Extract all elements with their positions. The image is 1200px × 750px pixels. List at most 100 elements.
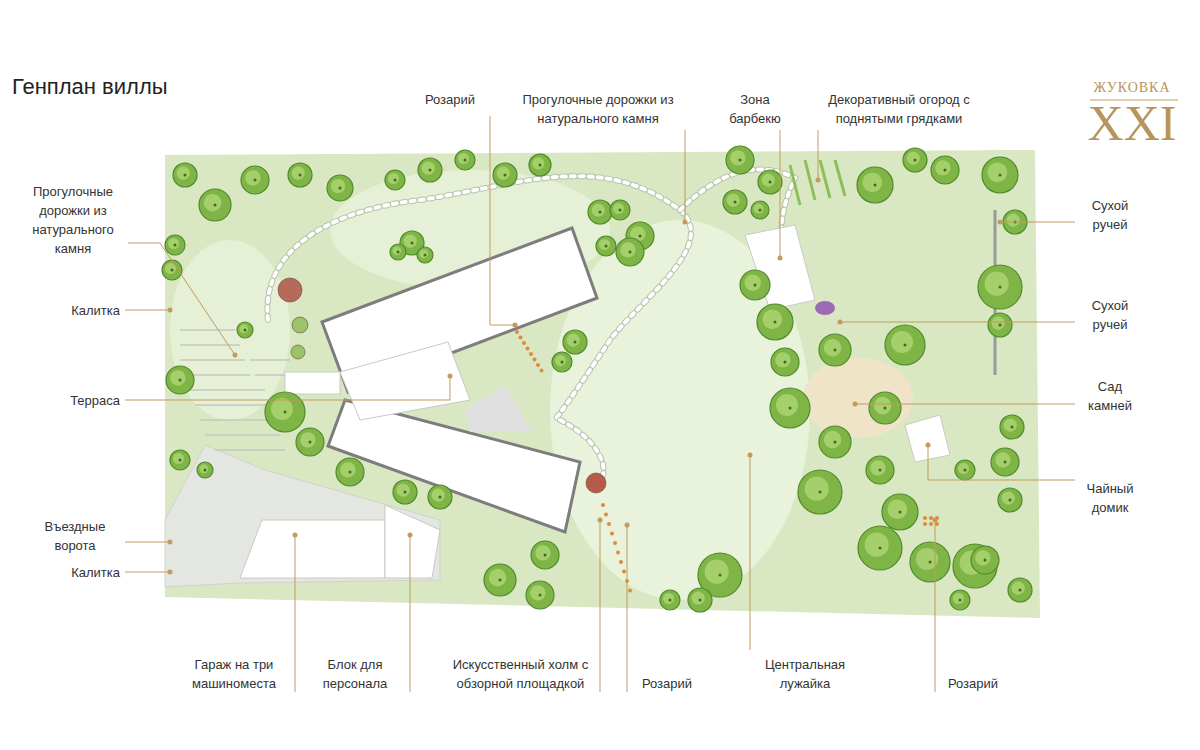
tree-trunk [184, 174, 187, 177]
rose [616, 551, 620, 555]
tree [758, 170, 782, 194]
tree-highlight [762, 174, 775, 187]
tree-trunk [739, 159, 742, 162]
tree [982, 157, 1018, 193]
callout-label: Блок для персонала [308, 655, 402, 693]
tree-crown [455, 150, 475, 170]
tree [588, 200, 612, 224]
tree-crown [296, 428, 324, 456]
tree-crown [588, 200, 612, 224]
tree [988, 313, 1012, 337]
tree-trunk [411, 242, 414, 245]
bush [292, 317, 308, 333]
callout-label: Розарий [940, 674, 1006, 693]
tree-trunk [254, 179, 257, 182]
tree-highlight [775, 352, 790, 367]
tree [819, 334, 851, 366]
tree-highlight [907, 152, 920, 165]
rose [601, 503, 605, 507]
tree-crown [978, 265, 1022, 309]
tree [296, 428, 324, 456]
tree-crown [493, 163, 517, 187]
tree-trunk [404, 491, 407, 494]
tree-trunk [944, 169, 947, 172]
tree-highlight [331, 179, 345, 193]
tree-highlight [388, 173, 399, 184]
tree-trunk [539, 594, 542, 597]
tree [237, 322, 253, 338]
tree-crown [751, 201, 769, 219]
tree-crown [991, 448, 1019, 476]
tree-highlight [177, 167, 190, 180]
tree-trunk [539, 164, 542, 167]
tree-trunk [879, 469, 882, 472]
tree-highlight [745, 275, 762, 292]
callout-label: Розарий [415, 90, 485, 109]
tree-trunk [769, 181, 772, 184]
tree [751, 201, 769, 219]
tree-highlight [271, 398, 293, 420]
tree-trunk [834, 441, 837, 444]
rose [929, 522, 933, 526]
tree-highlight [239, 324, 248, 333]
tree-trunk [284, 411, 287, 414]
tree-trunk [699, 599, 702, 602]
rose-beds [515, 330, 939, 593]
tree [903, 148, 927, 172]
tree [166, 366, 194, 394]
tree [173, 163, 197, 187]
tree-highlight [935, 160, 950, 175]
rose [613, 541, 617, 545]
tree-crown [393, 480, 417, 504]
tree-highlight [776, 394, 798, 416]
tree-highlight [530, 585, 545, 600]
tree-highlight [432, 489, 445, 502]
tree [197, 462, 213, 478]
tree [955, 460, 975, 480]
rose [607, 522, 611, 526]
tree-trunk [1009, 499, 1012, 502]
tree [165, 235, 185, 255]
tree-trunk [309, 441, 312, 444]
tree-trunk [719, 574, 722, 577]
tree [660, 590, 680, 610]
callout-label: Терраса [40, 391, 120, 410]
tree-trunk [339, 187, 342, 190]
tree-crown [726, 146, 754, 174]
tree-highlight [419, 249, 428, 258]
tree-crown [950, 590, 970, 610]
tree-crown [866, 456, 894, 484]
tree-highlight [754, 204, 764, 214]
tree-crown [385, 170, 405, 190]
tree-highlight [532, 157, 544, 169]
tree [885, 325, 925, 365]
tree-highlight [489, 569, 507, 587]
tree-highlight [173, 453, 184, 464]
tree-trunk [499, 579, 502, 582]
rose [935, 522, 939, 526]
tree-trunk [669, 599, 672, 602]
tree-trunk [244, 329, 247, 332]
tree-highlight [1002, 492, 1015, 505]
tree [199, 189, 231, 221]
villa-buildings [285, 228, 597, 532]
tree-crown [170, 450, 190, 470]
tree-trunk [299, 174, 302, 177]
bush [278, 278, 302, 302]
tree-trunk [429, 169, 432, 172]
tree-highlight [727, 194, 740, 207]
tree-crown [688, 588, 712, 612]
tree-trunk [819, 491, 822, 494]
tree-crown [610, 200, 630, 220]
tree-crown [165, 235, 185, 255]
tree-trunk [605, 245, 608, 248]
callout-label: Чайный домик [1078, 479, 1142, 517]
tree-trunk [179, 379, 182, 382]
tree-trunk [174, 244, 177, 247]
tree [616, 238, 644, 266]
tree-highlight [404, 235, 417, 248]
tree-crown [885, 325, 925, 365]
tree-highlight [340, 462, 355, 477]
tree-crown [903, 148, 927, 172]
tree-highlight [204, 194, 222, 212]
